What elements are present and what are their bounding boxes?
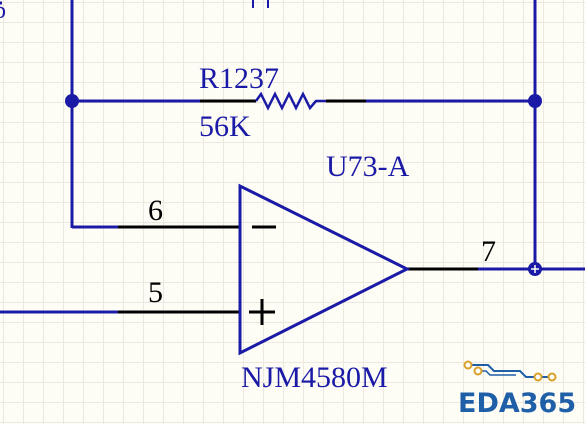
resistor-value: 56K	[199, 110, 251, 143]
eda365-logo: EDA365	[458, 360, 576, 419]
wires	[0, 0, 585, 314]
logo-text: EDA365	[458, 388, 576, 419]
opamp-designator: U73-A	[326, 150, 410, 183]
pin-6-number: 6	[148, 194, 163, 227]
cut-off-label: b	[0, 0, 6, 24]
noninverting-input-symbol	[249, 299, 275, 325]
junction-dot-right	[528, 94, 542, 108]
pin-5-number: 5	[148, 276, 163, 309]
capacitor-stub	[252, 0, 269, 8]
opamp-pins	[118, 225, 478, 314]
resistor-r1237	[200, 91, 366, 111]
pin-7-number: 7	[481, 235, 496, 268]
opamp-triangle	[238, 183, 411, 356]
junction-dot-output	[528, 262, 542, 276]
resistor-designator: R1237	[199, 62, 279, 95]
resistor-zigzag	[254, 91, 326, 111]
opamp-part-number: NJM4580M	[241, 361, 388, 394]
junction-dot-left	[65, 94, 79, 108]
logo-trace-icon	[463, 360, 557, 382]
